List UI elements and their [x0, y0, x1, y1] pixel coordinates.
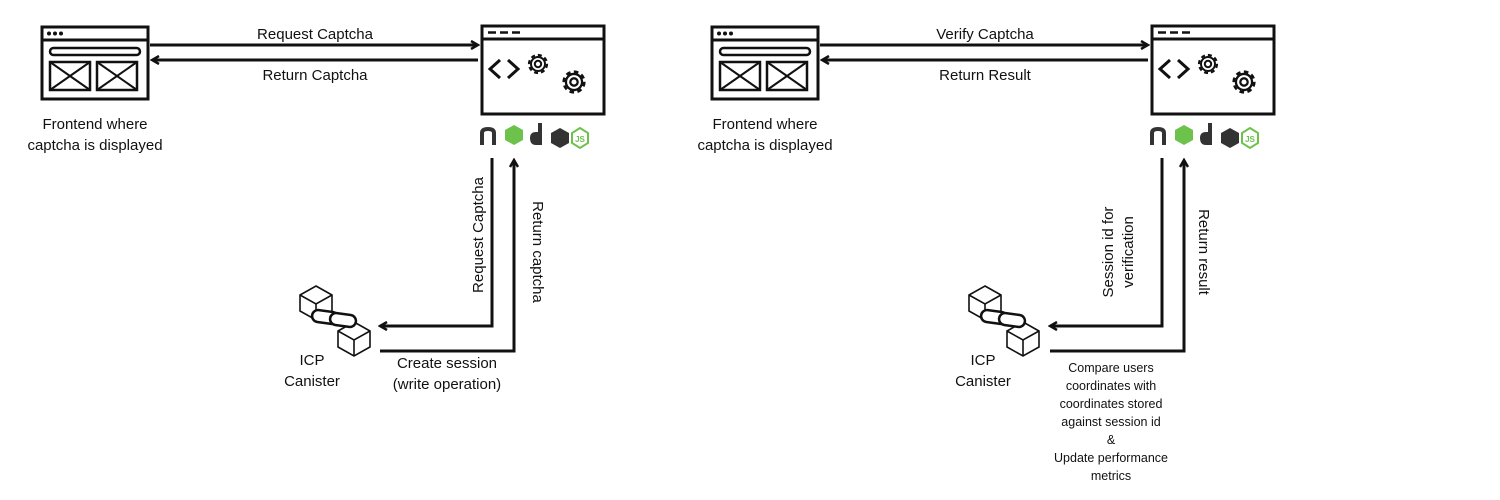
compare-line-7: metrics: [1090, 469, 1132, 483]
right-nodejs-logo-icon: [1149, 122, 1259, 149]
left-icp-canister-blocks-icon: [298, 284, 372, 358]
right-canister-label-2: Canister: [955, 373, 1011, 390]
compare-line-1: Compare users: [1068, 361, 1154, 375]
compare-line-5: &: [1106, 433, 1116, 447]
compare-line-3: coordinates stored: [1059, 397, 1163, 411]
left-canister-label-1: ICP: [299, 352, 325, 369]
right-down-arrow-label: Session id for verification: [1099, 187, 1141, 317]
left-frontend-label-2: captcha is displayed: [27, 137, 163, 154]
left-up-arrow-label: Return captcha: [529, 201, 546, 303]
right-frontend-label-2: captcha is displayed: [697, 137, 833, 154]
right-icp-canister-blocks-icon: [967, 284, 1041, 358]
right-compare-text: Compare users coordinates with coordinat…: [1054, 359, 1168, 485]
right-server-code-gears-icon: [1152, 26, 1274, 114]
right-browser-window-icon: [710, 25, 820, 101]
right-up-arrow: [1050, 160, 1184, 353]
left-up-arrow: [380, 160, 514, 353]
right-frontend-label-1: Frontend where: [712, 116, 818, 133]
right-down-arrow-label-2: verification: [1120, 216, 1137, 288]
left-browser-window-icon: [40, 25, 150, 101]
right-return-result-label: Return Result: [939, 67, 1031, 84]
left-down-arrow: [380, 158, 494, 326]
right-down-arrow-label-1: Session id for: [1100, 206, 1117, 298]
left-frontend-label-1: Frontend where: [42, 116, 148, 133]
left-session-label-1: Create session: [396, 355, 498, 372]
right-up-arrow-label: Return result: [1195, 209, 1212, 295]
left-server-code-gears-icon: [482, 26, 604, 114]
compare-line-6: Update performance: [1054, 451, 1168, 465]
right-verify-captcha-label: Verify Captcha: [936, 26, 1034, 43]
left-return-captcha-label: Return Captcha: [262, 67, 368, 84]
right-down-arrow: [1050, 158, 1164, 326]
left-request-captcha-label: Request Captcha: [257, 26, 373, 43]
compare-line-2: coordinates with: [1065, 379, 1157, 393]
left-canister-label-2: Canister: [284, 373, 340, 390]
right-canister-label-1: ICP: [970, 352, 996, 369]
left-session-label-2: (write operation): [392, 376, 502, 393]
compare-line-4: against session id: [1061, 415, 1161, 429]
left-down-arrow-label: Request Captcha: [470, 177, 487, 293]
left-nodejs-logo-icon: [479, 122, 589, 149]
